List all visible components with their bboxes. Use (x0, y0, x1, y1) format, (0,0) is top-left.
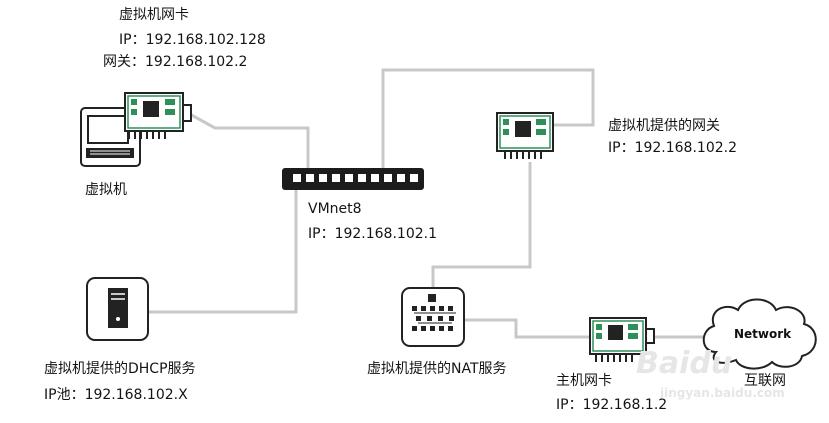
vmnet8-switch-icon (282, 168, 424, 190)
host-nic-ip: IP：192.168.1.2 (556, 397, 668, 413)
dhcp-title: 虚拟机提供的DHCP服务 (44, 361, 196, 377)
internet-cloud-icon (702, 298, 817, 370)
vm-nic-gateway: 网关：192.168.102.2 (103, 54, 248, 70)
wire-vm-to-switch (185, 110, 310, 172)
vm-network-card-icon (124, 92, 192, 139)
wire-switch-to-gateway (381, 68, 595, 172)
dhcp-pool: IP池：192.168.102.X (44, 387, 188, 403)
wire-switch-to-dhcp (148, 188, 298, 314)
dhcp-server-icon (86, 277, 149, 341)
vm-gateway-ip: IP：192.168.102.2 (608, 140, 737, 156)
vmnet8-name: VMnet8 (308, 201, 362, 217)
internet-label: 互联网 (744, 373, 786, 389)
vm-nic-ip: IP：192.168.102.128 (119, 32, 266, 48)
vm-nic-title: 虚拟机网卡 (119, 7, 189, 23)
wire-nat-to-hostnic (464, 318, 590, 339)
connection-wires (148, 68, 712, 339)
host-nic-title: 主机网卡 (556, 373, 612, 389)
host-network-card-icon (589, 317, 655, 362)
vm-gateway-title: 虚拟机提供的网关 (608, 118, 720, 134)
vmnet8-ip: IP：192.168.102.1 (308, 226, 437, 242)
cloud-network-label: Network (734, 327, 792, 341)
nat-router-icon (401, 287, 465, 347)
wire-gateway-to-nat (431, 162, 532, 288)
nat-title: 虚拟机提供的NAT服务 (367, 361, 507, 377)
vm-label: 虚拟机 (85, 182, 127, 198)
gateway-network-card-icon (496, 112, 554, 159)
